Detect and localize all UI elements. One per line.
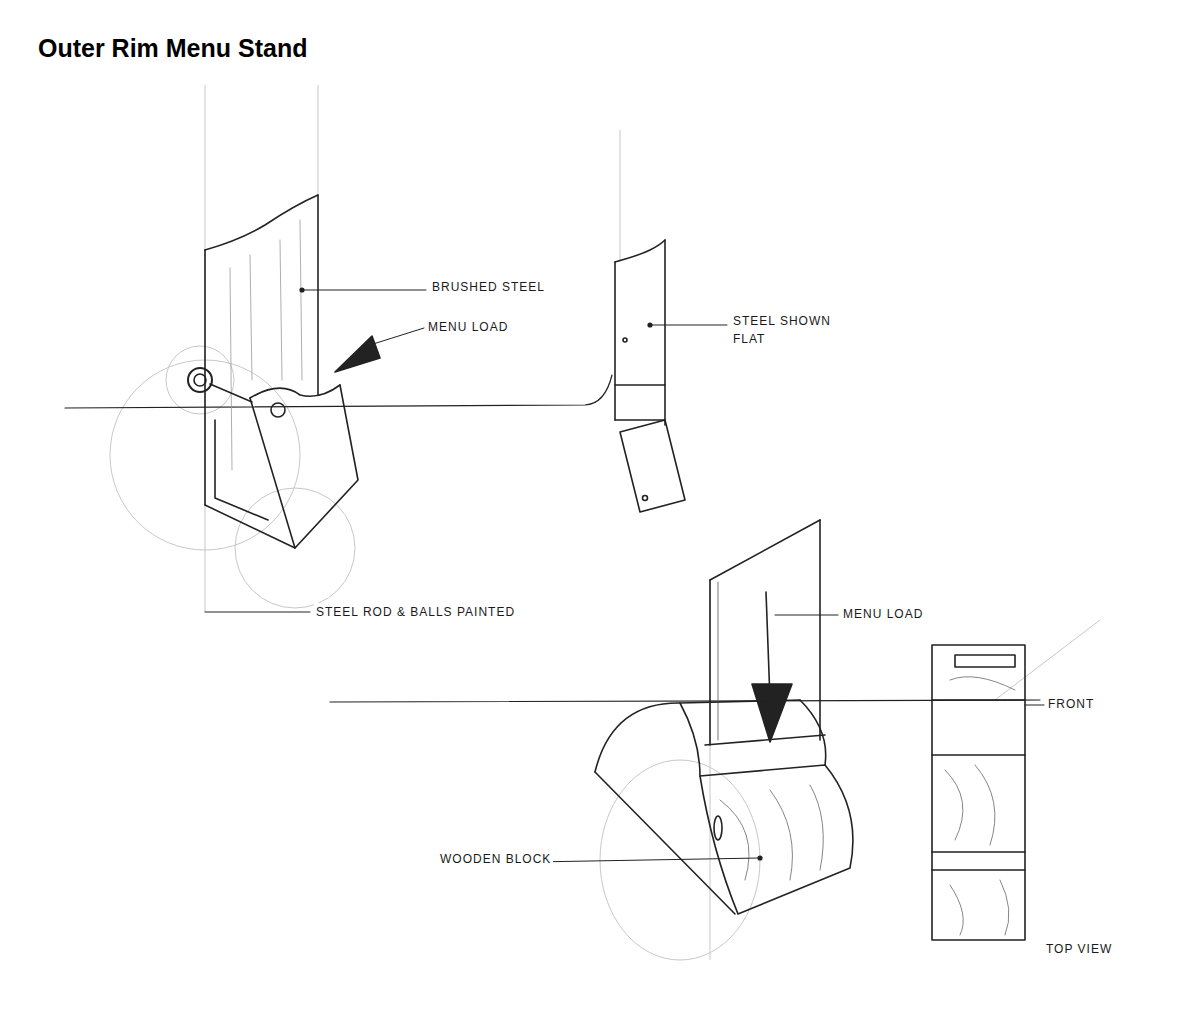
annotation-label: STEEL ROD & BALLS PAINTED [314,603,517,621]
annotation-label: WOODEN BLOCK [438,850,553,868]
annotation-label: TOP VIEW [1044,940,1114,958]
annotation-label: MENU LOAD [841,605,925,623]
annotation-label: MENU LOAD [426,318,510,336]
annotation-label: STEEL SHOWN FLAT [731,312,853,348]
annotation-label: FRONT [1046,695,1096,713]
sheet-title: Outer Rim Menu Stand [38,34,307,63]
annotation-label: BRUSHED STEEL [430,278,547,296]
